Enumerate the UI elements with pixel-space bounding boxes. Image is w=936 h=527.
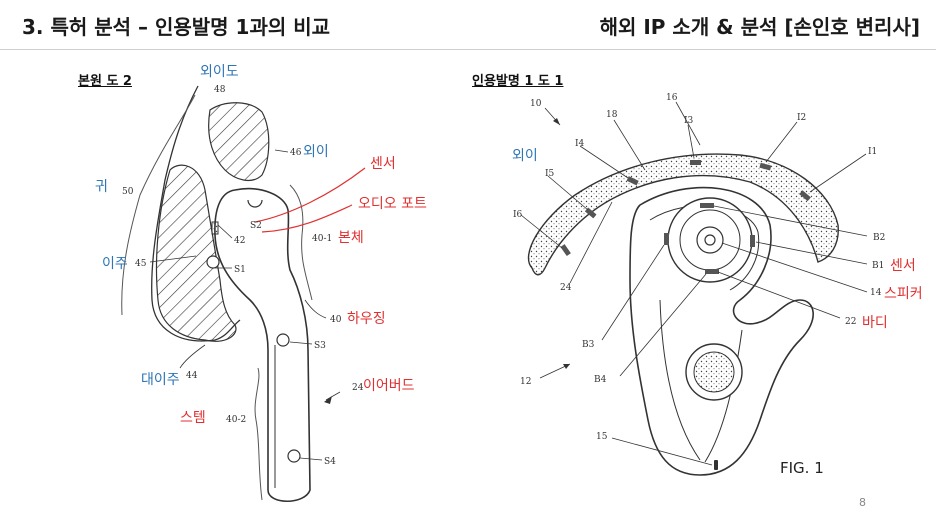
label-sensor-right: 센서	[890, 258, 916, 274]
ref-22: 22	[845, 317, 856, 327]
ref-10: 10	[530, 99, 542, 109]
ref-12: 12	[520, 377, 531, 387]
sensor-i1	[799, 190, 811, 202]
sensor-i3	[690, 160, 701, 165]
ref-40-1: 40-1	[312, 234, 332, 244]
left-figure-label: 본원 도 2	[78, 74, 132, 89]
sensor-i4	[626, 176, 639, 186]
ref-24: 24	[560, 283, 572, 293]
ref-50: 50	[122, 187, 134, 197]
ref-48: 48	[214, 85, 226, 95]
ref-46: 46	[290, 148, 302, 158]
ref-40: 40	[330, 315, 342, 325]
ref-18: 18	[606, 110, 618, 120]
sensor-b4	[705, 269, 719, 274]
ref-i5: I5	[545, 169, 555, 179]
ref-s4: S4	[324, 457, 336, 467]
sensor-b1	[750, 235, 755, 247]
ref-b2: B2	[873, 233, 885, 243]
header-divider	[0, 49, 936, 50]
ref-i1: I1	[868, 147, 877, 157]
left-patent-drawing: 48 46 50 45 42 S2 S1 40-1 40 S3 24 44 40…	[95, 64, 427, 502]
slide-header: 3. 특허 분석 – 인용발명 1과의 비교 해외 IP 소개 & 분석 [손인…	[0, 0, 936, 50]
port-15	[714, 460, 718, 470]
ref-i4: I4	[575, 139, 585, 149]
ref-b3: B3	[582, 340, 595, 350]
label-earbud: 이어버드	[363, 378, 415, 394]
label-ear-canal: 외이도	[200, 64, 239, 80]
brace-40-2	[254, 367, 263, 501]
ref-s3: S3	[314, 341, 326, 351]
label-stem: 스템	[180, 410, 206, 426]
label-outer-ear-right: 외이	[512, 148, 538, 164]
sensor-42	[211, 221, 219, 235]
sensor-s2	[247, 199, 263, 208]
sensor-s4	[287, 449, 301, 463]
sensor-b2	[700, 203, 714, 208]
ref-44: 44	[186, 371, 198, 381]
slide-subtitle: 해외 IP 소개 & 분석 [손인호 변리사]	[599, 15, 920, 39]
ref-s1: S1	[234, 265, 246, 275]
ref-i3: I3	[684, 116, 694, 126]
ref-s2: S2	[250, 221, 262, 231]
slide-title: 3. 특허 분석 – 인용발명 1과의 비교	[22, 15, 331, 39]
label-antitragus: 대이주	[141, 372, 180, 388]
concha-hatch	[155, 164, 237, 342]
ref-b1: B1	[872, 261, 884, 271]
sensor-s1	[206, 255, 220, 269]
ref-42: 42	[234, 236, 245, 246]
brace-50	[121, 94, 196, 316]
ref-i6: I6	[513, 210, 523, 220]
label-body: 본체	[338, 230, 364, 246]
brace-40-1	[289, 184, 313, 301]
ref-i2: I2	[797, 113, 806, 123]
label-speaker: 스피커	[884, 286, 923, 302]
ref-16: 16	[666, 93, 678, 103]
ref-45: 45	[135, 259, 147, 269]
sensor-s3	[276, 333, 290, 347]
label-body-right: 바디	[862, 315, 888, 331]
right-figure-label: 인용발명 1 도 1	[472, 74, 564, 89]
sensor-b3	[664, 233, 669, 245]
ear-hook	[527, 153, 839, 276]
fig-caption: FIG. 1	[780, 459, 824, 477]
right-patent-drawing: 10 16 18 I3 I2 I4 I1 I5 I6 24 B2 B1 14 2…	[512, 93, 923, 477]
page-number: 8	[859, 496, 866, 509]
label-outer-ear: 외이	[303, 144, 329, 160]
label-sensor: 센서	[370, 156, 396, 172]
ref-b4: B4	[594, 375, 607, 385]
ref-15: 15	[596, 432, 608, 442]
sensor-i6	[560, 244, 571, 257]
label-tragus: 이주	[102, 256, 128, 272]
ref-40-2: 40-2	[226, 415, 246, 425]
ref-14: 14	[870, 288, 882, 298]
outer-ear-hatch	[208, 102, 270, 182]
ref-24: 24	[352, 383, 364, 393]
label-ear: 귀	[95, 179, 108, 195]
earbud-body	[214, 187, 311, 502]
label-housing: 하우징	[347, 311, 386, 327]
sensor-i2	[759, 162, 772, 171]
label-audio-port: 오디오 포트	[358, 196, 427, 212]
